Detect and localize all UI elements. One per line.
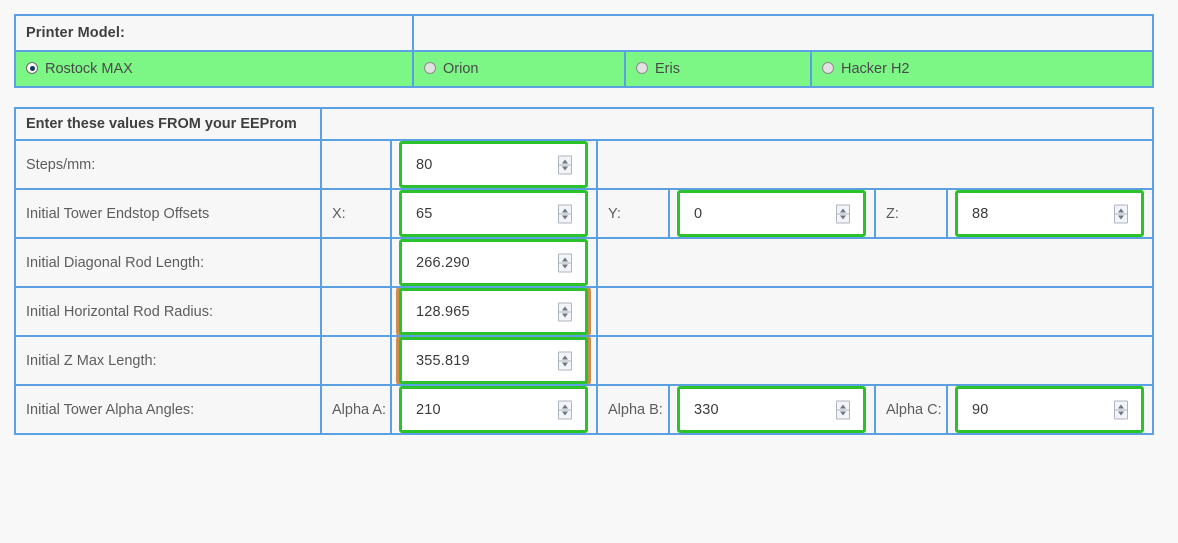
spinner-icon[interactable]: [558, 351, 572, 370]
table-row: Initial Z Max Length: 355.819: [14, 337, 1154, 386]
spinner-icon[interactable]: [558, 253, 572, 272]
printer-model-option-label: Eris: [655, 61, 680, 77]
printer-model-header-spacer: [414, 14, 1154, 52]
spinner-icon[interactable]: [558, 155, 572, 174]
number-input-alpha-b[interactable]: 330: [677, 386, 866, 433]
table-row: Initial Tower Endstop Offsets X: 65 Y: 0…: [14, 190, 1154, 239]
number-input-value: 355.819: [416, 352, 470, 369]
input-cell-horizontal-rod-radius[interactable]: 128.965: [392, 288, 598, 337]
spinner-icon[interactable]: [558, 204, 572, 223]
table-row: Initial Horizontal Rod Radius: 128.965: [14, 288, 1154, 337]
spinner-icon[interactable]: [836, 400, 850, 419]
number-input-value: 128.965: [416, 303, 470, 320]
axis-label-alpha-b: Alpha B:: [598, 386, 670, 435]
number-input-alpha-c[interactable]: 90: [955, 386, 1144, 433]
axis-label-diagonal-rod-length: [322, 239, 392, 288]
printer-model-option-label: Orion: [443, 61, 479, 77]
printer-model-option-orion[interactable]: Orion: [414, 52, 626, 88]
axis-label-horizontal-rod-radius: [322, 288, 392, 337]
radio-icon-hacker-h2[interactable]: [822, 62, 834, 74]
eeprom-header-spacer: [322, 107, 1154, 141]
input-cell-steps-per-mm[interactable]: 80: [392, 141, 598, 190]
printer-model-header-row: Printer Model:: [14, 14, 1154, 52]
number-input-endstop-y[interactable]: 0: [677, 190, 866, 237]
axis-label-alpha-c: Alpha C:: [876, 386, 948, 435]
eeprom-header-row: Enter these values FROM your EEProm: [14, 107, 1154, 141]
input-cell-alpha-b[interactable]: 330: [670, 386, 876, 435]
number-input-alpha-a[interactable]: 210: [399, 386, 588, 433]
spinner-icon[interactable]: [836, 204, 850, 223]
axis-label-z-max-length: [322, 337, 392, 386]
row-spacer: [598, 337, 1154, 386]
number-input-value: 90: [972, 401, 989, 418]
row-label-diagonal-rod-length: Initial Diagonal Rod Length:: [14, 239, 322, 288]
printer-model-options-row: Rostock MAX Orion Eris Hacker H2: [14, 52, 1154, 88]
axis-label-z: Z:: [876, 190, 948, 239]
number-input-endstop-z[interactable]: 88: [955, 190, 1144, 237]
axis-label-steps-per-mm: [322, 141, 392, 190]
spinner-icon[interactable]: [1114, 204, 1128, 223]
number-input-value: 210: [416, 401, 441, 418]
table-row: Initial Tower Alpha Angles: Alpha A: 210…: [14, 386, 1154, 435]
row-label-horizontal-rod-radius: Initial Horizontal Rod Radius:: [14, 288, 322, 337]
number-input-value: 266.290: [416, 254, 470, 271]
number-input-value: 65: [416, 205, 433, 222]
number-input-value: 88: [972, 205, 989, 222]
printer-model-option-label: Hacker H2: [841, 61, 910, 77]
radio-icon-eris[interactable]: [636, 62, 648, 74]
printer-model-table: Printer Model: Rostock MAX Orion Eris Ha…: [14, 14, 1154, 88]
eeprom-values-table: Enter these values FROM your EEProm Step…: [14, 107, 1154, 435]
number-input-value: 330: [694, 401, 719, 418]
row-spacer: [598, 239, 1154, 288]
number-input-value: 0: [694, 205, 703, 222]
spinner-icon[interactable]: [558, 302, 572, 321]
spinner-icon[interactable]: [558, 400, 572, 419]
input-cell-endstop-z[interactable]: 88: [948, 190, 1154, 239]
row-spacer: [598, 288, 1154, 337]
spinner-icon[interactable]: [1114, 400, 1128, 419]
eeprom-header-label: Enter these values FROM your EEProm: [14, 107, 322, 141]
table-row: Initial Diagonal Rod Length: 266.290: [14, 239, 1154, 288]
row-label-tower-alpha-angles: Initial Tower Alpha Angles:: [14, 386, 322, 435]
printer-model-option-label: Rostock MAX: [45, 61, 133, 77]
input-cell-alpha-c[interactable]: 90: [948, 386, 1154, 435]
axis-label-y: Y:: [598, 190, 670, 239]
radio-icon-rostock-max[interactable]: [26, 62, 38, 74]
number-input-diagonal-rod-length[interactable]: 266.290: [399, 239, 588, 286]
printer-model-option-eris[interactable]: Eris: [626, 52, 812, 88]
axis-label-alpha-a: Alpha A:: [322, 386, 392, 435]
row-spacer: [598, 141, 1154, 190]
input-cell-endstop-y[interactable]: 0: [670, 190, 876, 239]
table-row: Steps/mm: 80: [14, 141, 1154, 190]
printer-model-option-rostock-max[interactable]: Rostock MAX: [14, 52, 414, 88]
input-cell-alpha-a[interactable]: 210: [392, 386, 598, 435]
row-label-steps-per-mm: Steps/mm:: [14, 141, 322, 190]
input-cell-endstop-x[interactable]: 65: [392, 190, 598, 239]
number-input-endstop-x[interactable]: 65: [399, 190, 588, 237]
row-label-z-max-length: Initial Z Max Length:: [14, 337, 322, 386]
row-label-endstop-offsets: Initial Tower Endstop Offsets: [14, 190, 322, 239]
number-input-z-max-length[interactable]: 355.819: [399, 337, 588, 384]
printer-model-option-hacker-h2[interactable]: Hacker H2: [812, 52, 1154, 88]
radio-icon-orion[interactable]: [424, 62, 436, 74]
axis-label-x: X:: [322, 190, 392, 239]
number-input-steps-per-mm[interactable]: 80: [399, 141, 588, 188]
number-input-value: 80: [416, 156, 433, 173]
input-cell-diagonal-rod-length[interactable]: 266.290: [392, 239, 598, 288]
number-input-horizontal-rod-radius[interactable]: 128.965: [399, 288, 588, 335]
printer-model-header-label: Printer Model:: [14, 14, 414, 52]
input-cell-z-max-length[interactable]: 355.819: [392, 337, 598, 386]
